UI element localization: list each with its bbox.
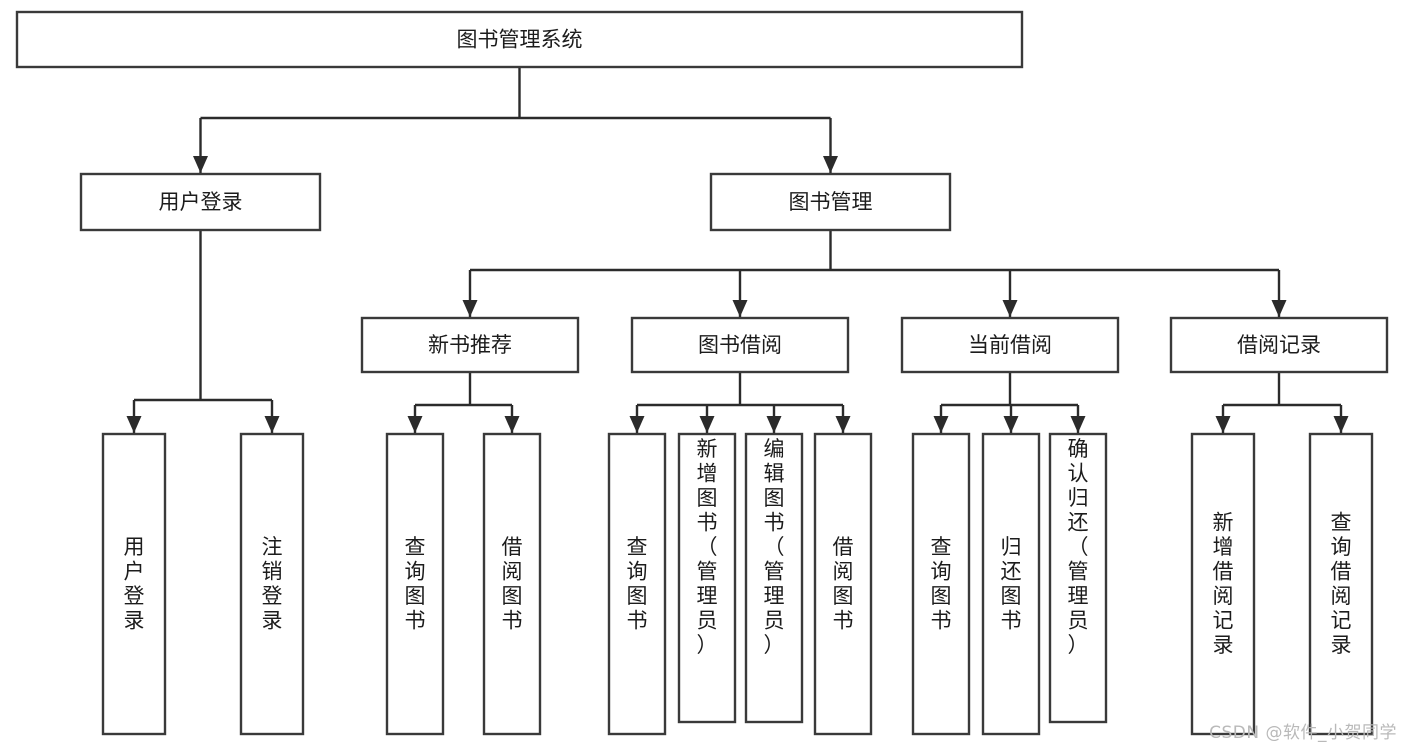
- node-label-borrow-book-2: 借阅图书: [833, 535, 854, 633]
- node-user-login[interactable]: 用户登录: [79, 172, 322, 232]
- node-label-current-borrow: 当前借阅: [968, 333, 1052, 357]
- node-label-book-borrow: 图书借阅: [698, 333, 782, 357]
- node-query-book-1[interactable]: 查询图书: [385, 432, 445, 736]
- node-box-user-logout[interactable]: [239, 432, 305, 736]
- node-label-confirm-return-admin: 确认归还（管理员）: [1068, 437, 1089, 657]
- connectors-layer: [126, 67, 1349, 433]
- node-query-borrow-record[interactable]: 查询借阅记录: [1308, 432, 1374, 736]
- node-label-user-login-do: 用户登录: [124, 535, 145, 633]
- arrow-head-icon: [933, 416, 949, 433]
- node-borrow-book-1[interactable]: 借阅图书: [482, 432, 542, 736]
- node-box-borrow-record[interactable]: [1169, 316, 1389, 374]
- node-current-borrow[interactable]: 当前借阅: [900, 316, 1120, 374]
- node-add-borrow-record[interactable]: 新增借阅记录: [1190, 432, 1256, 736]
- arrow-head-icon: [193, 156, 208, 173]
- node-label-query-book-1: 查询图书: [405, 535, 426, 633]
- node-box-user-login[interactable]: [79, 172, 322, 232]
- node-label-borrow-record: 借阅记录: [1237, 333, 1321, 357]
- arrow-head-icon: [126, 416, 142, 433]
- node-box-query-book-2[interactable]: [607, 432, 667, 736]
- node-borrow-book-2[interactable]: 借阅图书: [813, 432, 873, 736]
- node-label-query-book-2: 查询图书: [627, 535, 648, 633]
- node-book-borrow[interactable]: 图书借阅: [630, 316, 850, 374]
- node-box-borrow-book-2[interactable]: [813, 432, 873, 736]
- node-box-book-borrow[interactable]: [630, 316, 850, 374]
- node-label-borrow-book-1: 借阅图书: [502, 535, 523, 633]
- arrow-head-icon: [732, 300, 748, 317]
- arrow-head-icon: [835, 416, 851, 433]
- node-box-query-book-3[interactable]: [911, 432, 971, 736]
- node-box-new-book-recommend[interactable]: [360, 316, 580, 374]
- node-box-query-borrow-record[interactable]: [1308, 432, 1374, 736]
- arrow-head-icon: [629, 416, 645, 433]
- node-label-query-book-3: 查询图书: [931, 535, 952, 633]
- arrow-head-icon: [1271, 300, 1287, 317]
- node-box-return-book[interactable]: [981, 432, 1041, 736]
- node-label-book-management: 图书管理: [789, 190, 873, 214]
- node-box-user-login-do[interactable]: [101, 432, 167, 736]
- node-borrow-record[interactable]: 借阅记录: [1169, 316, 1389, 374]
- node-user-login-do[interactable]: 用户登录: [101, 432, 167, 736]
- node-box-add-book-admin[interactable]: [677, 432, 737, 724]
- node-confirm-return-admin[interactable]: 确认归还（管理员）: [1048, 432, 1108, 724]
- node-label-user-login: 用户登录: [159, 190, 243, 214]
- node-user-logout[interactable]: 注销登录: [239, 432, 305, 736]
- arrow-head-icon: [1003, 416, 1019, 433]
- arrow-head-icon: [264, 416, 280, 433]
- arrow-head-icon: [699, 416, 715, 433]
- node-label-user-logout: 注销登录: [262, 535, 283, 633]
- arrow-head-icon: [1002, 300, 1018, 317]
- node-box-current-borrow[interactable]: [900, 316, 1120, 374]
- node-box-add-borrow-record[interactable]: [1190, 432, 1256, 736]
- node-return-book[interactable]: 归还图书: [981, 432, 1041, 736]
- node-label-return-book: 归还图书: [1001, 535, 1022, 633]
- arrow-head-icon: [504, 416, 520, 433]
- node-edit-book-admin[interactable]: 编辑图书（管理员）: [744, 432, 804, 724]
- node-label-undefined: 图书管理系统: [457, 28, 583, 52]
- node-new-book-recommend[interactable]: 新书推荐: [360, 316, 580, 374]
- arrow-head-icon: [462, 300, 478, 317]
- arrow-head-icon: [1333, 416, 1349, 433]
- node-book-management[interactable]: 图书管理: [709, 172, 952, 232]
- node-label-new-book-recommend: 新书推荐: [428, 333, 512, 357]
- node-query-book-2[interactable]: 查询图书: [607, 432, 667, 736]
- arrow-head-icon: [823, 156, 838, 173]
- arrow-head-icon: [407, 416, 423, 433]
- node-box-confirm-return-admin[interactable]: [1048, 432, 1108, 724]
- node-add-book-admin[interactable]: 新增图书（管理员）: [677, 432, 737, 724]
- node-box-book-management[interactable]: [709, 172, 952, 232]
- node-query-book-3[interactable]: 查询图书: [911, 432, 971, 736]
- arrow-head-icon: [766, 416, 782, 433]
- node-label-add-borrow-record: 新增借阅记录: [1213, 511, 1234, 658]
- node-label-add-book-admin: 新增图书（管理员）: [697, 437, 718, 657]
- arrow-head-icon: [1070, 416, 1086, 433]
- node-box-query-book-1[interactable]: [385, 432, 445, 736]
- node-box-borrow-book-1[interactable]: [482, 432, 542, 736]
- node-undefined[interactable]: 图书管理系统: [15, 10, 1024, 69]
- node-box-edit-book-admin[interactable]: [744, 432, 804, 724]
- node-label-edit-book-admin: 编辑图书（管理员）: [764, 437, 785, 657]
- node-label-query-borrow-record: 查询借阅记录: [1331, 511, 1352, 658]
- arrow-head-icon: [1215, 416, 1231, 433]
- node-box-undefined[interactable]: [15, 10, 1024, 69]
- nodes-layer: 图书管理系统用户登录图书管理用户登录注销登录新书推荐查询图书借阅图书图书借阅查询…: [15, 10, 1389, 736]
